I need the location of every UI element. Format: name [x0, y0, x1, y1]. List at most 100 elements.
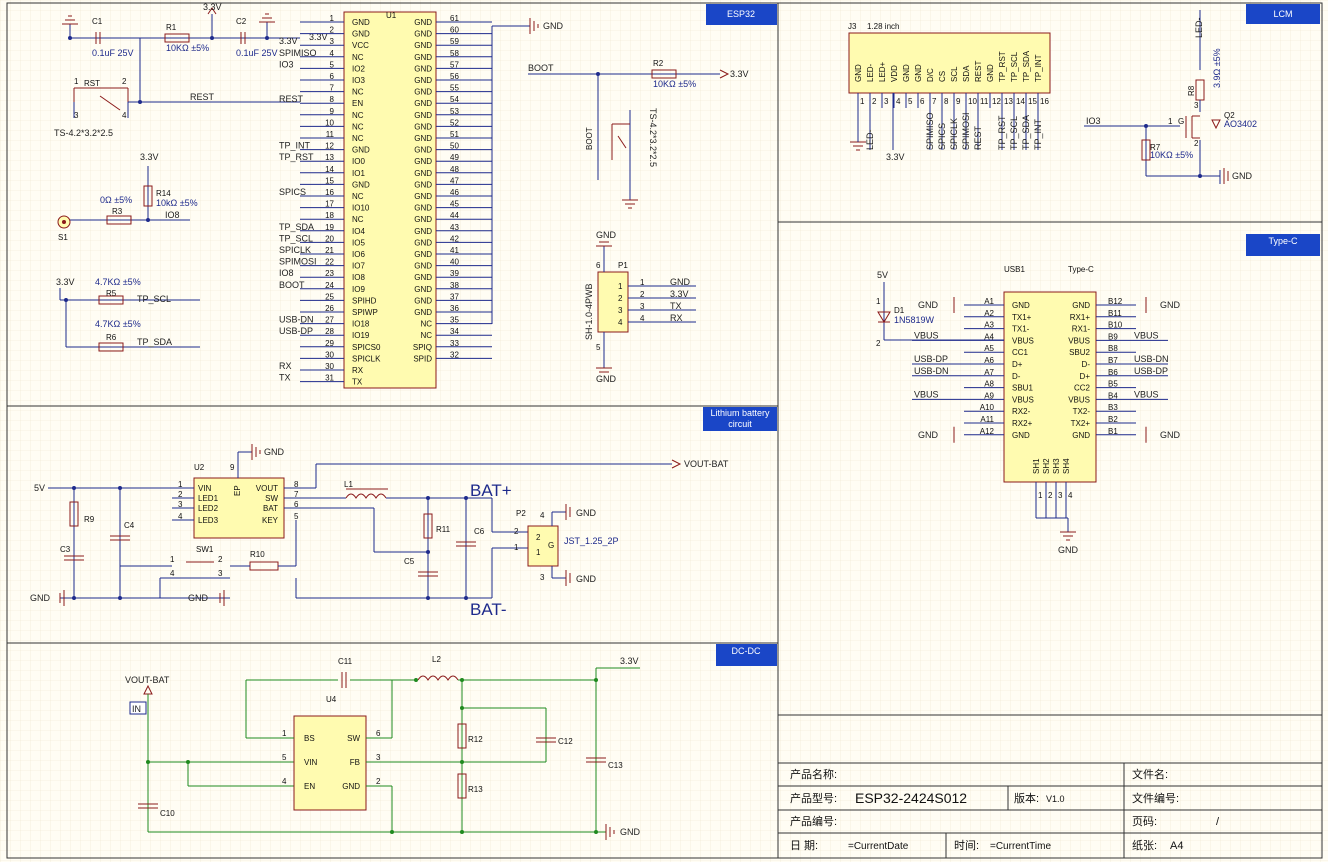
typec-right-pin-id: B7 [1108, 356, 1118, 365]
esp32-left-pin-number: 26 [325, 304, 334, 313]
esp32-left-pin-net: SPICS [279, 187, 306, 197]
c5-ref: C5 [404, 557, 415, 566]
q2-model: AO3402 [1224, 119, 1257, 129]
io3-net: IO3 [1086, 116, 1101, 126]
r1-value: 10KΩ ±5% [166, 43, 209, 53]
esp32-right-pin-number: 56 [450, 72, 459, 81]
esp32-left-pin-number: 21 [325, 246, 334, 255]
u2-left-pin-number: 2 [178, 490, 183, 499]
j3-pin-number: 5 [908, 97, 913, 106]
typec-right-pin-net: GND [1160, 300, 1181, 310]
p2-connector [527, 525, 559, 567]
esp32-left-pin-number: 3 [330, 37, 335, 46]
u4-left-pin-number: 1 [282, 729, 287, 738]
r13-ref: R13 [468, 785, 483, 794]
typec-right-pin-name: VBUS [1068, 395, 1090, 404]
typec-5v: 5V [877, 270, 888, 280]
esp32-left-pin-name: RX [352, 366, 364, 375]
dcdc-gnd: GND [620, 827, 641, 837]
bat-gnd-left: GND [30, 593, 51, 603]
esp32-left-pin-name: GND [352, 18, 370, 27]
sw1-pin2: 2 [218, 555, 223, 564]
esp32-left-pin-net: USB-DP [279, 326, 313, 336]
typec-left-pin-name: TX1+ [1012, 313, 1032, 322]
bat-gnd-mid: GND [188, 593, 209, 603]
esp32-left-pin-number: 11 [326, 130, 335, 139]
r7-value: 10KΩ ±5% [1150, 150, 1193, 160]
u4-right-pin-name: FB [350, 758, 360, 767]
r9-ref: R9 [84, 515, 95, 524]
esp32-right-pin-number: 49 [450, 153, 459, 162]
typec-right-pin-id: B5 [1108, 380, 1118, 389]
p2-pin2: 2 [514, 527, 519, 536]
j3-pin-net: SPIMOSI [961, 112, 971, 150]
typec-left-pin-name: D- [1012, 372, 1021, 381]
typec-left-pin-name: RX2- [1012, 407, 1031, 416]
j3-v33: 3.3V [886, 152, 905, 162]
j3-pin-net: SPIMISO [925, 112, 935, 150]
typec-left-pin-name: SBU1 [1012, 384, 1033, 393]
p1-pin-outer-number: 1 [640, 278, 645, 287]
v33-vcc: 3.3V [309, 32, 328, 42]
esp32-left-pin-number: 24 [325, 281, 334, 290]
d1-model: 1N5819W [894, 315, 935, 325]
typec-left-pin-name: TX1- [1012, 325, 1030, 334]
usb1-ref: USB1 [1004, 265, 1025, 274]
esp32-right-pin-number: 51 [450, 130, 459, 139]
q2-ref: Q2 [1224, 111, 1235, 120]
p1-pin-6: 6 [596, 261, 601, 270]
r6-ref: R6 [106, 333, 117, 342]
section-typec: Type-C [1268, 236, 1298, 246]
esp32-left-pin-net: REST [279, 94, 304, 104]
u4-left-pin-name: BS [304, 734, 315, 743]
r2-value: 10KΩ ±5% [653, 79, 696, 89]
u4-right-pin-name: GND [342, 782, 360, 791]
p1-gnd-bottom: GND [596, 374, 617, 384]
u2-right-pin-number: 8 [294, 480, 299, 489]
typec-right-pin-id: B11 [1108, 309, 1122, 318]
typec-left-pin-id: A5 [984, 344, 994, 353]
j3-pin-number: 12 [992, 97, 1001, 106]
r1-ref: R1 [166, 23, 177, 32]
j3-pin-number: 3 [884, 97, 889, 106]
esp32-left-pin-name: NC [352, 215, 364, 224]
j3-connector [848, 32, 1051, 94]
typec-left-pin-net: USB-DP [914, 354, 948, 364]
esp32-right-pin-number: 43 [450, 223, 459, 232]
dcdc-in-tag: IN [132, 704, 141, 714]
esp32-right-pin-number: 60 [450, 26, 459, 35]
esp32-right-pin-number: 38 [450, 281, 459, 290]
esp32-left-pin-net: TP_SCL [279, 233, 313, 243]
typec-shield-name: SH2 [1042, 458, 1051, 474]
typec-left-pin-name: D+ [1012, 360, 1023, 369]
esp32-right-pin-number: 46 [450, 188, 459, 197]
j3-pin-name: CS [938, 71, 947, 82]
typec-left-pin-net: GND [918, 430, 939, 440]
typec-left-pin-name: GND [1012, 431, 1030, 440]
typec-shield-number: 2 [1048, 491, 1053, 500]
dcdc-vout-bat: VOUT-BAT [125, 675, 170, 685]
typec-right-pin-id: B8 [1108, 344, 1118, 353]
esp32-left-pin-number: 5 [330, 60, 335, 69]
typec-left-pin-id: A8 [984, 380, 994, 389]
c11-ref: C11 [338, 657, 353, 666]
title-block: 产品名称: 产品型号: ESP32-2424S012 版本: V1.0 产品编号… [778, 762, 1322, 858]
esp32-right-pin-number: 44 [450, 211, 459, 220]
typec-right-pin-name: D- [1082, 360, 1091, 369]
r7-ref: R7 [1150, 143, 1161, 152]
esp32-left-pin-name: IO2 [352, 64, 365, 73]
esp32-left-pin-name: IO6 [352, 250, 365, 259]
r5-ref: R5 [106, 289, 117, 298]
esp32-right-pin-name: GND [414, 53, 432, 62]
p1-connector [597, 271, 629, 333]
p1-pin-number: 1 [618, 282, 623, 291]
esp32-right-pin-number: 52 [450, 118, 459, 127]
typec-right-pin-id: B3 [1108, 403, 1118, 412]
tb-date-value: =CurrentDate [848, 841, 909, 852]
esp32-right-pin-name: GND [414, 76, 432, 85]
r8-ref: R8 [1187, 85, 1196, 96]
typec-right-pin-name: GND [1072, 301, 1090, 310]
c2-value: 0.1uF 25V [236, 48, 278, 58]
esp32-right-pin-number: 37 [450, 292, 459, 301]
